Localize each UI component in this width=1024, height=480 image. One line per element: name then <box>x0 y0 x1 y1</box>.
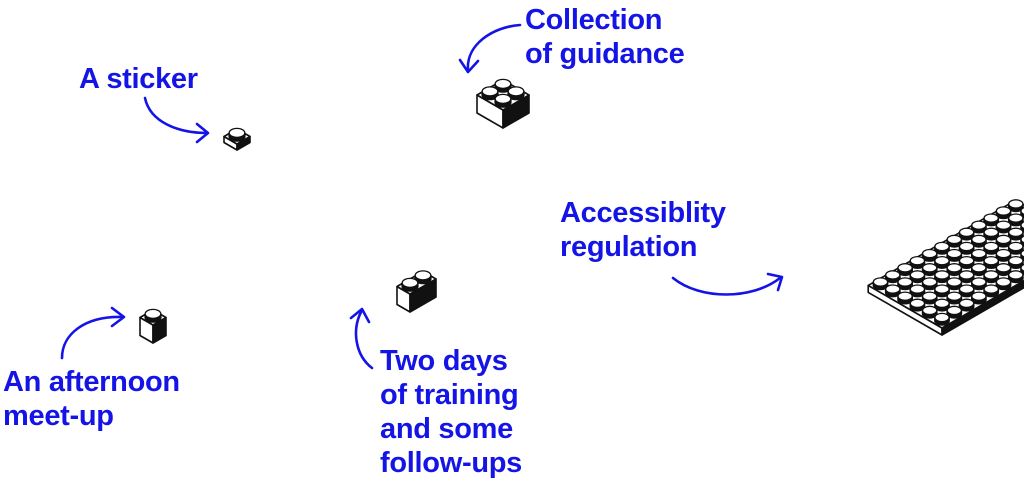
label-line: Two days <box>380 345 508 377</box>
stud <box>934 255 950 269</box>
arrow-to-training-head <box>349 307 371 324</box>
stud <box>995 263 1012 277</box>
stud <box>934 298 950 312</box>
stud <box>884 284 901 298</box>
stud <box>971 263 987 277</box>
stud <box>897 277 913 291</box>
training-1x2-brick <box>396 270 437 313</box>
stud <box>946 291 963 305</box>
stud <box>983 255 1000 269</box>
stud <box>934 284 950 298</box>
arrow-to-guidance-head <box>458 58 480 74</box>
label-line: A sticker <box>79 63 198 95</box>
arrow-to-sticker-shaft <box>143 96 209 135</box>
stud <box>872 277 889 291</box>
label-afternoon-meetup: An afternoon meet-up <box>3 365 180 433</box>
stud <box>995 234 1012 248</box>
sticker-tile-brick <box>223 127 251 151</box>
stud <box>995 248 1012 262</box>
label-a-sticker: A sticker <box>79 62 198 96</box>
stud <box>983 284 1000 298</box>
arrow-to-training <box>349 307 374 370</box>
label-line: regulation <box>560 231 698 263</box>
regulation-plate <box>867 199 1024 336</box>
label-two-days-of-training: Two days of training and some follow-ups <box>380 344 522 480</box>
arrow-to-regulation-shaft <box>671 276 782 296</box>
stud <box>971 248 987 262</box>
label-line: Accessiblity <box>560 197 726 229</box>
stud <box>1007 241 1024 255</box>
arrow-to-meetup <box>60 306 126 360</box>
label-line: follow-ups <box>380 447 522 479</box>
stud <box>507 86 525 101</box>
arrow-to-guidance-shaft <box>466 23 522 72</box>
arrow-to-meetup-head <box>110 306 126 328</box>
stud <box>958 298 975 312</box>
stud <box>921 291 938 305</box>
label-line: Collection <box>525 4 663 36</box>
arrow-to-training-shaft <box>354 310 374 370</box>
stud <box>228 127 246 142</box>
stud <box>971 291 987 305</box>
guidance-2x2-brick <box>476 78 530 129</box>
label-accessibility-regulation: Accessiblity regulation <box>560 196 726 264</box>
stud <box>897 291 913 305</box>
stud <box>995 277 1012 291</box>
stud <box>934 241 950 255</box>
stud <box>481 86 499 101</box>
stud <box>1007 213 1024 227</box>
stud <box>1007 255 1024 269</box>
stud <box>971 220 987 234</box>
arrow-to-guidance <box>458 23 522 74</box>
label-line: meet-up <box>3 400 114 432</box>
stud <box>401 277 419 292</box>
stud <box>909 298 926 312</box>
stud <box>897 263 913 277</box>
stud <box>946 234 963 248</box>
label-line: of training <box>380 379 519 411</box>
stud <box>958 241 975 255</box>
arrow-to-sticker-head <box>195 122 210 144</box>
stud <box>494 93 512 108</box>
label-line: of guidance <box>525 38 685 70</box>
stud <box>983 241 1000 255</box>
stud <box>983 227 1000 241</box>
stud <box>934 312 950 326</box>
stud <box>909 255 926 269</box>
arrow-to-regulation-head <box>766 272 784 292</box>
stud <box>1007 270 1024 284</box>
stud <box>144 308 162 323</box>
stud <box>971 234 987 248</box>
arrow-to-sticker <box>143 96 210 144</box>
stud <box>946 263 963 277</box>
arrow-to-meetup-shaft <box>60 315 124 360</box>
stud <box>934 270 950 284</box>
regulation-plate-right-face <box>941 279 1024 336</box>
stud <box>921 305 938 319</box>
arrow-to-regulation <box>671 272 784 296</box>
stud <box>909 270 926 284</box>
label-collection-of-guidance: Collection of guidance <box>525 3 685 71</box>
label-line: and some <box>380 413 513 445</box>
label-line: An afternoon <box>3 366 180 398</box>
meetup-1x1-brick <box>139 308 167 344</box>
